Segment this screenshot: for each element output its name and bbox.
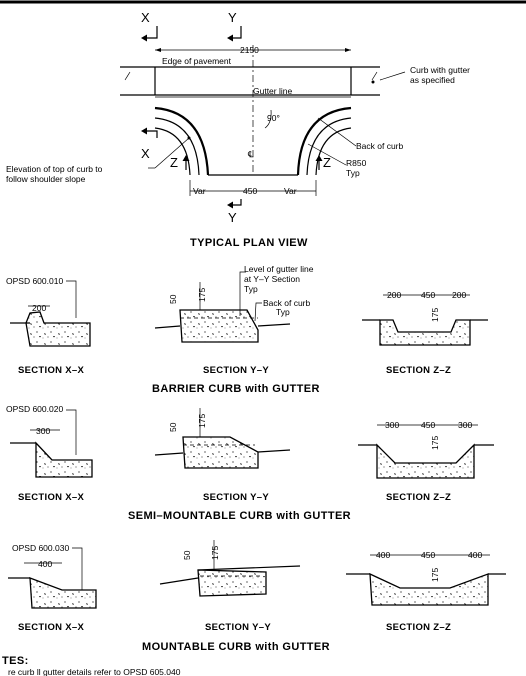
semi-zz-dim-right: 300 — [458, 420, 472, 430]
plan-view-title: TYPICAL PLAN VIEW — [190, 237, 308, 249]
semi-title: SEMI–MOUNTABLE CURB with GUTTER — [128, 510, 351, 522]
svg-text:Z: Z — [170, 155, 178, 170]
semi-mountable-group: OPSD 600.020 300 SECTION X–X 50 175 SECT… — [6, 404, 494, 522]
curb-gutter-note-line2: as specified — [410, 75, 455, 85]
barrier-yy-section-label: SECTION Y–Y — [203, 365, 269, 376]
mountable-zz-section-label: SECTION Z–Z — [386, 622, 451, 633]
semi-zz-dim-175: 175 — [430, 436, 440, 450]
barrier-yy-dim-50: 50 — [168, 294, 178, 304]
semi-xx-dim: 300 — [36, 426, 50, 436]
barrier-zz-dim-left: 200 — [387, 290, 401, 300]
radius-label: R850 — [346, 158, 367, 168]
svg-text:Y: Y — [228, 10, 237, 25]
overall-dimension: 2150 — [240, 45, 259, 55]
mountable-zz-dim-175: 175 — [430, 568, 440, 582]
plan-centerline-symbol: ℄ — [247, 149, 254, 159]
semi-opsd-label: OPSD 600.020 — [6, 404, 63, 414]
curb-gutter-note-line1: Curb with gutter — [410, 65, 470, 75]
back-of-curb-label: Back of curb — [356, 141, 404, 151]
barrier-xx-section-label: SECTION X–X — [18, 365, 84, 376]
barrier-zz-dim-center: 450 — [421, 290, 435, 300]
semi-xx-section-label: SECTION X–X — [18, 492, 84, 503]
section-marker-y-bottom: Y — [227, 199, 242, 225]
edge-of-pavement-label: Edge of pavement — [162, 56, 232, 66]
semi-zz-section-label: SECTION Z–Z — [386, 492, 451, 503]
barrier-title: BARRIER CURB with GUTTER — [152, 383, 320, 395]
mountable-group: OPSD 600.030 400 SECTION X–X 50 175 SECT… — [8, 540, 506, 653]
mountable-xx-section-label: SECTION X–X — [18, 622, 84, 633]
barrier-back-note-line2: Typ — [276, 307, 290, 317]
barrier-curb-group: OPSD 600.010 200 SECTION X–X 50 175 Leve… — [6, 264, 488, 395]
semi-yy-section-label: SECTION Y–Y — [203, 492, 269, 503]
barrier-yy-dim-175: 175 — [197, 288, 207, 302]
mountable-xx-dim: 400 — [38, 559, 52, 569]
notes-line-1: re curb ll gutter details refer to OPSD … — [8, 667, 181, 676]
var-left-dim: Var — [193, 186, 206, 196]
notes-heading: TES: — [2, 655, 29, 667]
elevation-note-line2: follow shoulder slope — [6, 174, 86, 184]
barrier-xx-dim: 200 — [32, 303, 46, 313]
barrier-zz-dim-175: 175 — [430, 308, 440, 322]
gutter-line-label: Gutter line — [253, 86, 292, 96]
mountable-yy-section-label: SECTION Y–Y — [205, 622, 271, 633]
elevation-note-line1: Elevation of top of curb to — [6, 164, 103, 174]
var-right-dim: Var — [284, 186, 297, 196]
barrier-zz-dim-right: 200 — [452, 290, 466, 300]
section-marker-z-left: Z — [170, 155, 190, 170]
svg-text:Z: Z — [323, 155, 331, 170]
barrier-gutter-note-line2: at Y–Y Section — [244, 274, 300, 284]
section-marker-x-bottom: X — [141, 127, 158, 161]
barrier-opsd-label: OPSD 600.010 — [6, 276, 63, 286]
mountable-zz-dim-center: 450 — [421, 550, 435, 560]
semi-yy-dim-50: 50 — [168, 422, 178, 432]
svg-text:X: X — [141, 10, 150, 25]
semi-zz-dim-left: 300 — [385, 420, 399, 430]
mountable-title: MOUNTABLE CURB with GUTTER — [142, 641, 330, 653]
plan-view: ℄ 2150 Edge of pavement Gutter line 90° … — [6, 10, 470, 249]
barrier-back-note-line1: Back of curb — [263, 298, 311, 308]
section-marker-y-top: Y — [227, 10, 242, 42]
semi-yy-dim-175: 175 — [197, 414, 207, 428]
semi-zz-dim-center: 450 — [421, 420, 435, 430]
mountable-zz-dim-left: 400 — [376, 550, 390, 560]
barrier-gutter-note-line3: Typ — [244, 284, 258, 294]
svg-text:X: X — [141, 146, 150, 161]
section-marker-z-right: Z — [315, 155, 331, 170]
barrier-zz-section-label: SECTION Z–Z — [386, 365, 451, 376]
barrier-gutter-note-line1: Level of gutter line — [244, 264, 314, 274]
mountable-opsd-label: OPSD 600.030 — [12, 543, 69, 553]
mountable-yy-dim-175: 175 — [210, 546, 220, 560]
svg-text:Y: Y — [228, 210, 237, 225]
angle-label: 90° — [267, 113, 280, 123]
mountable-yy-dim-50: 50 — [182, 550, 192, 560]
mountable-zz-dim-right: 400 — [468, 550, 482, 560]
section-marker-x-top: X — [141, 10, 158, 42]
center-450-dim: 450 — [243, 186, 257, 196]
radius-typ-label: Typ — [346, 168, 360, 178]
